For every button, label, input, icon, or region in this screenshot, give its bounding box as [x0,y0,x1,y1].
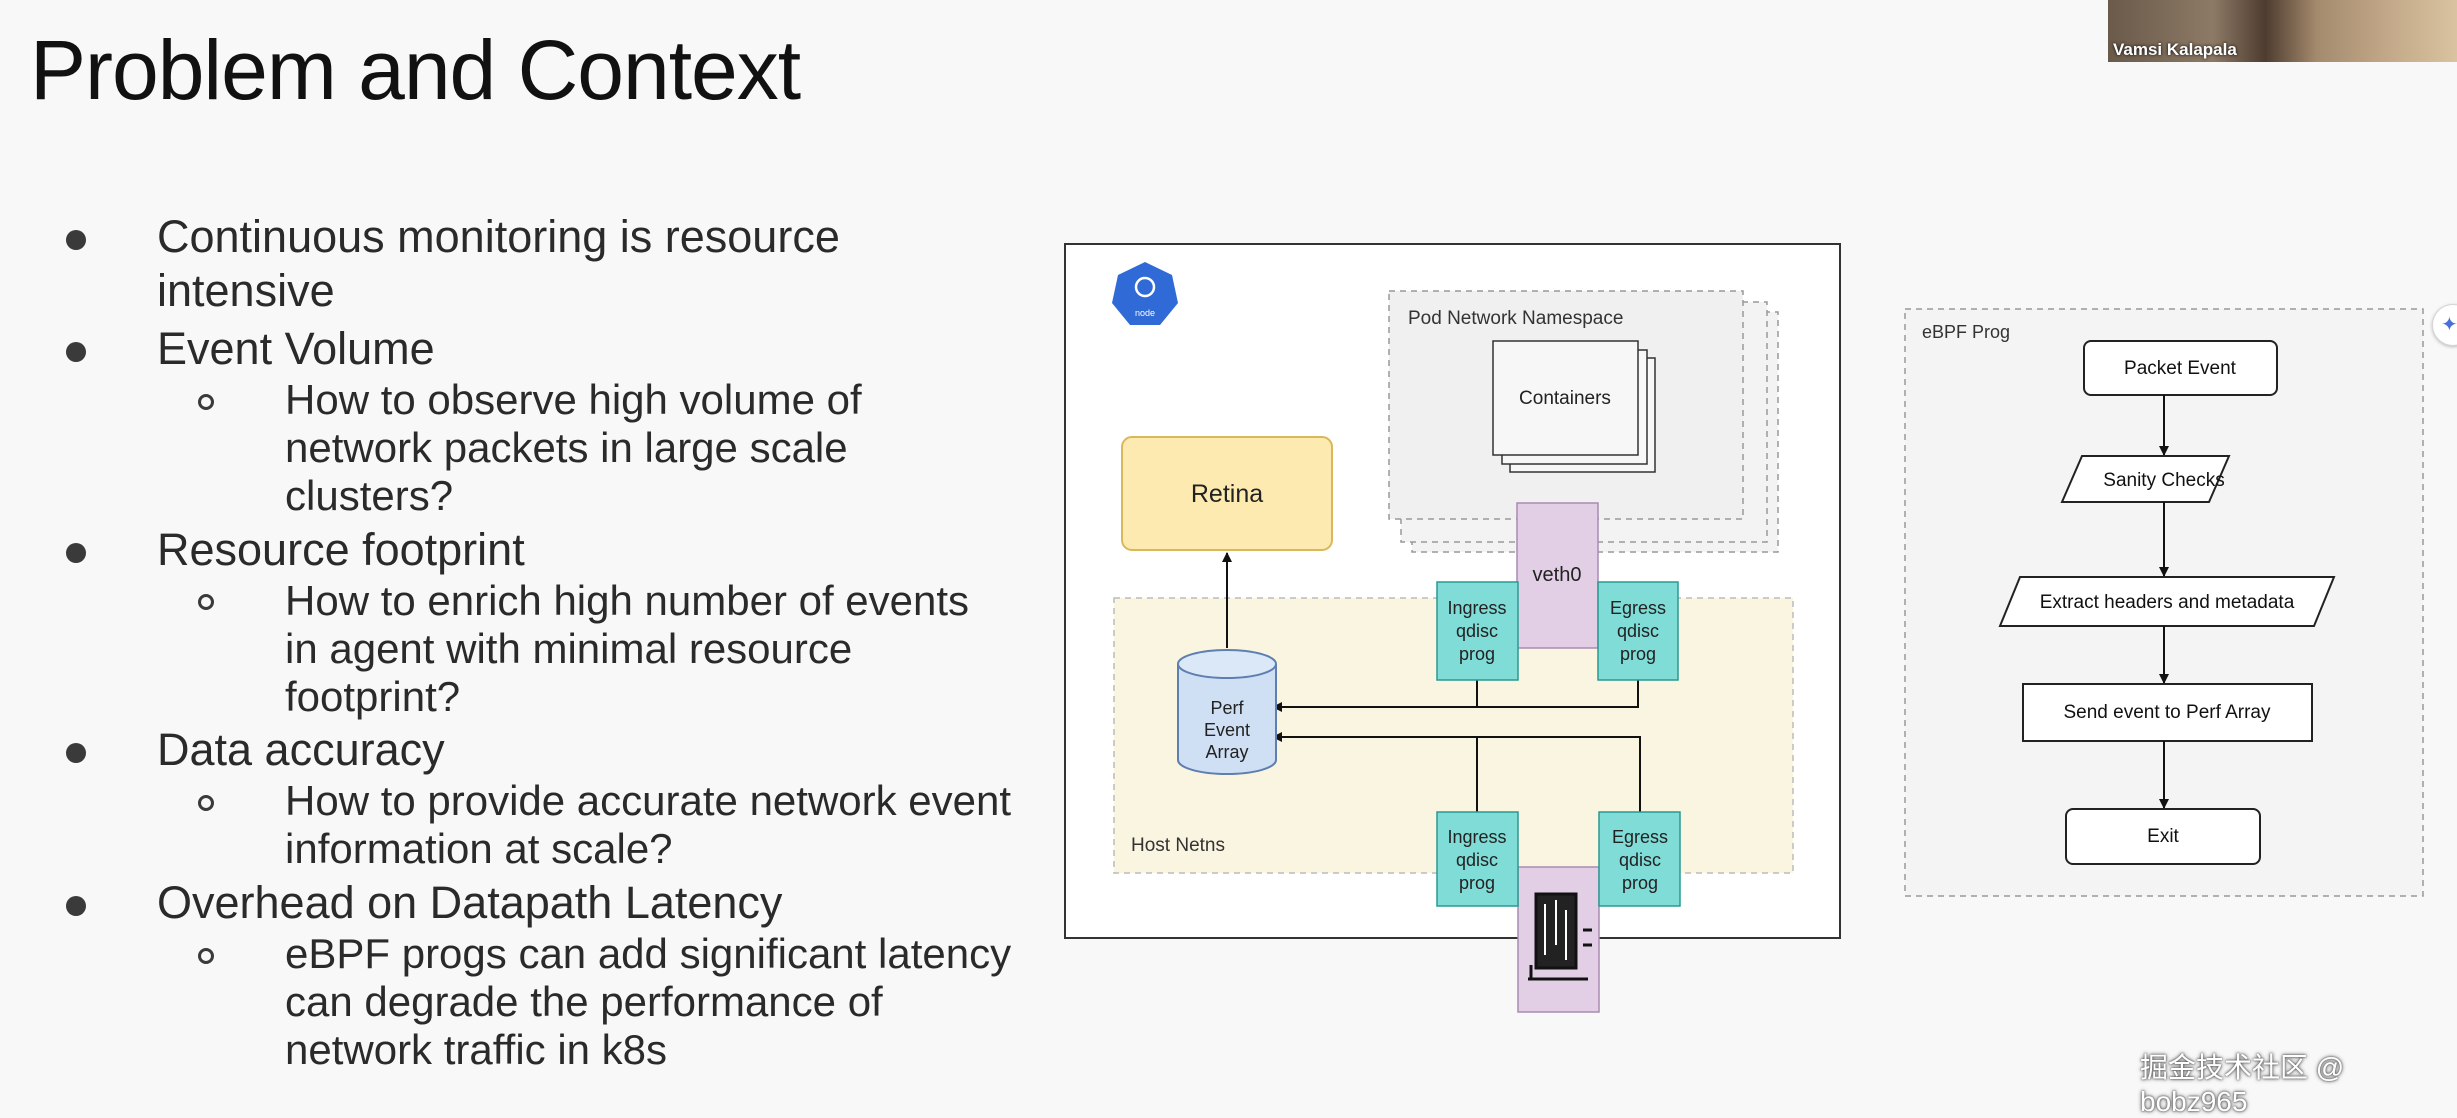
sub-bullet-resource-footprint: How to enrich high number of events in a… [285,577,970,720]
ingress-qdisc-bottom [1436,811,1519,907]
ingress-bottom-label-3: prog [1459,873,1495,893]
egress-qdisc-bottom [1598,811,1681,907]
perf-event-array: Perf Event Array [1177,649,1277,775]
bullet-dot [66,896,86,916]
sub-bullet-circle [198,594,214,610]
speaker-webcam-thumbnail[interactable] [2108,0,2457,62]
flow-exit-label: Exit [2147,826,2179,847]
egress-qdisc-top [1597,581,1679,681]
sub-bullet-circle [198,394,214,410]
sub-bullet-data-accuracy: How to provide accurate network event in… [285,777,1012,872]
ebpf-prog-title: eBPF Prog [1922,322,2010,342]
bullet-dot [66,230,86,250]
pod-ns-label: Pod Network Namespace [1408,308,1623,329]
bullet-dot [66,543,86,563]
containers-box [1492,340,1639,456]
svg-text:node: node [1135,308,1155,318]
flow-extract-label: Extract headers and metadata [2040,592,2295,613]
flow-exit [2065,808,2261,865]
sub-bullet-circle [198,795,214,811]
retina-box [1121,436,1333,551]
svg-text:Event: Event [1204,720,1250,740]
ingress-top-to-perf-line [1272,680,1478,712]
svg-text:Perf: Perf [1210,698,1244,718]
egress-top-label-2: qdisc [1617,621,1659,641]
egress-bottom-label-3: prog [1622,873,1658,893]
slide-title: Problem and Context [30,23,801,117]
egress-top-to-perf-line [1478,680,1639,708]
bullet-continuous-monitoring: Continuous monitoring is resource intens… [157,211,840,316]
ingress-bottom-label-1: Ingress [1447,827,1506,847]
flow-sanity-checks [2060,455,2231,503]
nic-chip-traces [1544,900,1567,960]
veth0-label: veth0 [1533,564,1582,586]
bullet-event-volume: Event Volume [157,323,435,374]
ingress-bottom-label-2: qdisc [1456,850,1498,870]
retina-label: Retina [1191,480,1263,508]
egress-bottom-label-1: Egress [1612,827,1668,847]
watermark-text: 掘金技术社区 @ bobz965 [2140,1052,2345,1117]
ingress-top-label-3: prog [1459,644,1495,664]
egress-bottom-label-2: qdisc [1619,850,1661,870]
bullet-dot [66,342,86,362]
egress-top-label-1: Egress [1610,598,1666,618]
host-netns-label: Host Netns [1131,835,1225,856]
flow-packet-event [2083,340,2278,396]
flow-send-event [2022,683,2313,742]
sub-bullet-datapath-latency: eBPF progs can add significant latency c… [285,930,1012,1073]
bullet-datapath-latency: Overhead on Datapath Latency [157,877,783,928]
egress-bottom-to-perf-line [1478,736,1641,812]
sub-bullet-circle [198,948,214,964]
star-icon: ✦ [2441,314,2457,336]
bullet-resource-footprint: Resource footprint [157,524,525,575]
bullet-data-accuracy: Data accuracy [157,724,445,775]
ingress-top-label-2: qdisc [1456,621,1498,641]
ingress-top-label-1: Ingress [1447,598,1506,618]
flow-send-label: Send event to Perf Array [2063,702,2271,723]
ingress-bottom-to-perf-line [1272,732,1478,812]
egress-top-label-3: prog [1620,644,1656,664]
kubernetes-node-icon: node [1112,262,1178,325]
bullet-dot [66,743,86,763]
flow-extract-headers [1998,576,2336,627]
ingress-qdisc-top [1436,581,1519,681]
flow-sanity-checks-label: Sanity Checks [2103,470,2224,491]
speaker-name: Vamsi Kalapala [2113,40,2237,59]
veth0-box [1516,502,1599,649]
svg-text:Array: Array [1205,742,1248,762]
containers-label: Containers [1519,388,1611,409]
flow-packet-event-label: Packet Event [2124,358,2237,379]
sub-bullet-event-volume: How to observe high volume of network pa… [285,376,862,519]
